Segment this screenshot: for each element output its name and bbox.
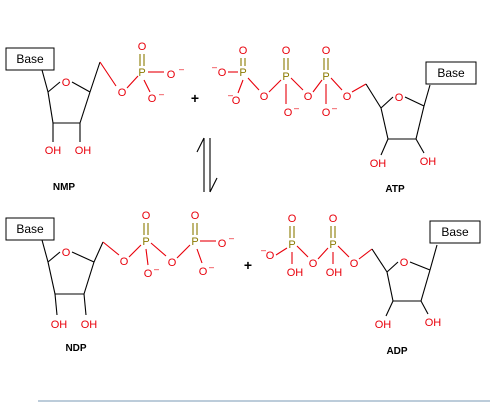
ndp-molecule: Base O OH OH O P O O – O P O O – O [5, 210, 234, 354]
ndp-bridge-oxygen: O [168, 257, 177, 269]
atp-hydroxyl-1: OH [370, 158, 387, 170]
atp-anion-oxygen-4: O [322, 107, 331, 119]
adp-name: ADP [386, 346, 407, 357]
ndp-anion-oxygen-3: O [199, 266, 208, 278]
atp-oxo-oxygen-beta: O [282, 45, 291, 57]
atp-hydroxyl-2: OH [420, 156, 437, 168]
atp-charge-3: – [294, 103, 299, 113]
ndp-ring-oxygen: O [62, 247, 71, 259]
atp-anion-oxygen-2: O [232, 95, 241, 107]
atp-phosphorus-gamma: P [239, 67, 246, 79]
equilibrium-arrows [196, 137, 218, 193]
nmp-hydroxyl-1: OH [45, 145, 62, 157]
ndp-anion-oxygen-2: O [218, 238, 227, 250]
adp-base-label: Base [441, 225, 469, 239]
atp-name: ATP [385, 184, 405, 195]
plus-sign-top: + [191, 90, 199, 106]
ndp-hydroxyl-1: OH [51, 319, 68, 331]
adp-bridge-oxygen: O [309, 258, 318, 270]
atp-ring-oxygen: O [395, 92, 404, 104]
adp-molecule: – O P O OH O P O OH O O OH OH Base [261, 213, 481, 357]
adp-hydroxyl-1: OH [375, 319, 392, 331]
nmp-base-box [5, 47, 55, 71]
nmp-base-label: Base [16, 52, 44, 66]
ndp-charge-2: – [229, 233, 234, 243]
atp-base-label: Base [437, 66, 465, 80]
nmp-charge-1: – [179, 64, 184, 74]
ndp-phosphorus-alpha: P [142, 236, 149, 248]
adp-base-box [429, 220, 481, 244]
nmp-name: NMP [53, 182, 76, 193]
ndp-oxo-oxygen-alpha: O [142, 210, 151, 222]
atp-charge-1: – [212, 62, 217, 72]
atp-charge-4: – [332, 103, 337, 113]
adp-anion-oxygen: O [266, 250, 275, 262]
atp-ester-oxygen: O [343, 91, 352, 103]
ndp-oxo-oxygen-beta: O [191, 210, 200, 222]
atp-base-box [425, 61, 477, 85]
atp-oxo-oxygen-alpha: O [322, 45, 331, 57]
adp-phosphorus-alpha: P [329, 239, 336, 251]
adp-ring-oxygen: O [400, 257, 409, 269]
atp-oxo-oxygen-gamma: O [239, 45, 248, 57]
ndp-phosphorus-beta: P [191, 236, 198, 248]
adp-charge-1: – [261, 245, 266, 255]
atp-molecule: – O P O O – O P O O – O P O O – O [212, 45, 477, 195]
adp-phosphate-hydroxyl-2: OH [326, 267, 343, 279]
adp-oxo-oxygen-beta: O [288, 213, 297, 225]
nmp-oxo-oxygen: O [138, 41, 147, 53]
adp-oxo-oxygen-alpha: O [329, 213, 338, 225]
atp-bridge-oxygen-2: O [304, 91, 313, 103]
ndp-charge-1: – [154, 264, 159, 274]
atp-charge-2: – [228, 90, 233, 100]
ndp-name: NDP [65, 343, 86, 354]
adp-phosphorus-beta: P [288, 239, 295, 251]
atp-phosphorus-beta: P [282, 71, 289, 83]
atp-anion-oxygen-3: O [284, 107, 293, 119]
nmp-molecule: Base O OH OH O P O O – O – NMP [5, 41, 184, 193]
atp-bridge-oxygen-1: O [260, 91, 269, 103]
nmp-charge-2: – [159, 89, 164, 99]
adp-phosphate-hydroxyl-1: OH [287, 267, 304, 279]
nmp-ring-oxygen: O [62, 77, 71, 89]
ndp-charge-3: – [209, 262, 214, 272]
ndp-base-label: Base [16, 222, 44, 236]
ndp-anion-oxygen-1: O [144, 268, 153, 280]
nmp-ester-oxygen: O [118, 87, 127, 99]
ndp-base-box [5, 217, 55, 241]
nmp-phosphorus: P [138, 67, 145, 79]
adp-hydroxyl-2: OH [425, 317, 442, 329]
ndp-hydroxyl-2: OH [81, 319, 98, 331]
atp-phosphorus-alpha: P [322, 71, 329, 83]
nmp-anion-oxygen-2: O [148, 93, 157, 105]
adp-ester-oxygen: O [350, 258, 359, 270]
ndp-ester-oxygen: O [120, 256, 129, 268]
atp-anion-oxygen-1: O [218, 67, 227, 79]
plus-sign-bottom: + [244, 257, 252, 273]
nmp-anion-oxygen-1: O [167, 69, 176, 81]
nmp-hydroxyl-2: OH [75, 145, 92, 157]
